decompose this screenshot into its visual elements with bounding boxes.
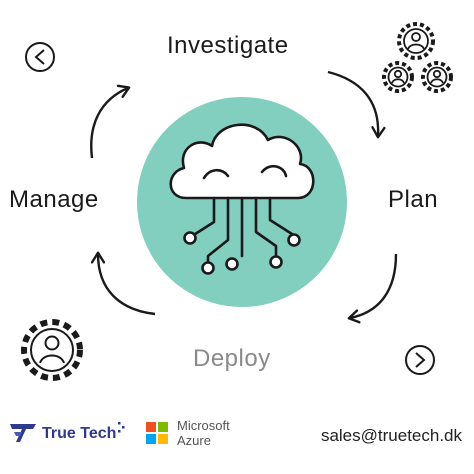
microsoft-logo-icon	[146, 422, 168, 444]
stage-plan-label: Plan	[388, 186, 439, 213]
azure-label: Azure	[177, 433, 211, 448]
chevron-left-circle-icon	[25, 42, 55, 72]
contact-email-link[interactable]: sales@truetech.dk	[320, 426, 462, 445]
cloud-circuit-icon	[169, 123, 315, 275]
team-gears-icon	[382, 22, 453, 93]
microsoft-label: Microsoft	[177, 418, 230, 433]
arrow-deploy-to-manage-icon	[90, 251, 156, 316]
arrow-investigate-to-plan-icon	[327, 70, 386, 139]
chevron-right-circle-icon	[405, 345, 435, 375]
stage-investigate-label: Investigate	[167, 32, 289, 59]
truetech-logo-icon	[10, 422, 125, 442]
user-gear-icon	[21, 319, 83, 381]
arrow-manage-to-investigate-icon	[90, 84, 131, 159]
truetech-brand-name: True Tech	[42, 425, 117, 442]
stage-deploy-label: Deploy	[193, 345, 271, 372]
stage-manage-label: Manage	[9, 186, 99, 213]
arrow-plan-to-deploy-icon	[347, 253, 398, 324]
microsoft-azure-label: Microsoft Azure	[177, 418, 230, 448]
